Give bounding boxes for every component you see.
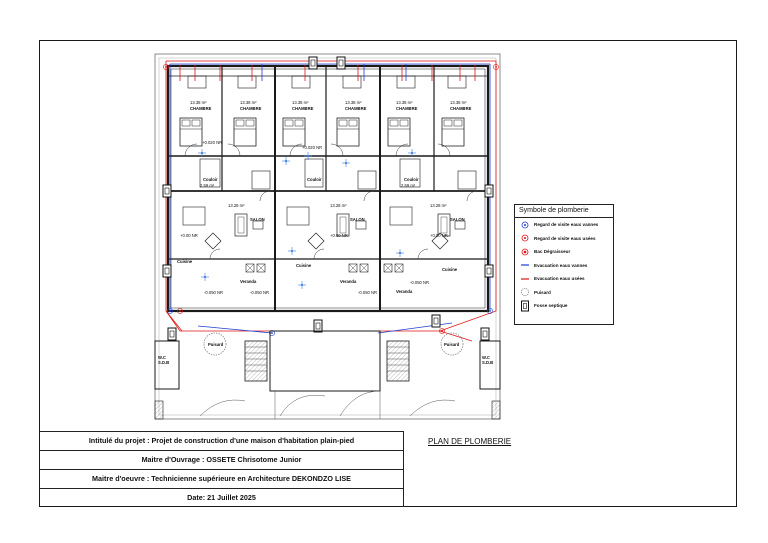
legend-item-puisard: Puisard	[515, 286, 613, 300]
plumbing-plan-drawing: 13.38 m² CHAMBRE 13.38 m² CHAMBRE 13.38 …	[154, 53, 501, 420]
salon-label: SALON	[250, 217, 265, 222]
legend-item-regard-eaux-vannes: Regard de visite eaux vannes	[515, 218, 613, 232]
room-name-label: CHAMBRE	[292, 106, 314, 111]
room-area-label: 13.38 m²	[292, 100, 309, 105]
salon-label: SALON	[350, 217, 365, 222]
room-area-label: 13.38 m²	[240, 100, 257, 105]
room-area-label: 13.38 m²	[190, 100, 207, 105]
level-label: -0.050 NR	[358, 290, 377, 295]
salon-area-label: 13.28 m²	[228, 203, 245, 208]
level-label: -0.050 NR	[410, 280, 429, 285]
blue-manhole-icon	[521, 221, 529, 229]
wc-label: W.C	[158, 355, 166, 360]
level-label: -0.050 NR	[204, 290, 223, 295]
bathroom-label: S.D.B	[158, 360, 169, 365]
kitchen-label: Cuisine	[442, 267, 458, 272]
red-manhole-icon	[521, 234, 529, 242]
corridor-label: Couloir	[307, 177, 322, 182]
legend-item-evacuation-eaux-vannes: Evacuation eaux vannes	[515, 259, 613, 273]
legend-item-evacuation-eaux-usees: Evacuation eaux usées	[515, 272, 613, 286]
corridor-label: Couloir	[404, 177, 419, 182]
room-name-label: CHAMBRE	[396, 106, 418, 111]
legend-label: Puisard	[534, 289, 551, 295]
blue-pipe-icon	[521, 264, 529, 266]
red-pipe-icon	[521, 278, 529, 280]
level-label: +0.00 NR	[430, 233, 448, 238]
room-name-label: CHAMBRE	[345, 106, 367, 111]
plumbing-legend: Symbole de plomberie Regard de visite ea…	[514, 204, 614, 325]
veranda-label: Veranda	[240, 279, 257, 284]
room-name-label: CHAMBRE	[190, 106, 212, 111]
plan-title: PLAN DE PLOMBERIE	[428, 437, 512, 446]
kitchen-label: Cuisine	[177, 259, 193, 264]
legend-label: Regard de visite eaux vannes	[534, 222, 599, 228]
room-area-label: 13.38 m²	[396, 100, 413, 105]
puisard-label: Puisard	[444, 342, 460, 347]
level-label: -0.050 NR	[250, 290, 269, 295]
room-name-label: CHAMBRE	[240, 106, 262, 111]
kitchen-label: Cuisine	[296, 263, 312, 268]
owner-line: Maitre d'Ouvrage : OSSETE Chrisotome Jun…	[40, 451, 403, 470]
grease-trap-icon	[521, 248, 529, 256]
room-area-label: 13.38 m²	[450, 100, 467, 105]
wc-label: W.C	[482, 355, 490, 360]
salon-area-label: 13.28 m²	[430, 203, 447, 208]
puisard-label: Puisard	[208, 342, 224, 347]
level-label: +0.00 NR	[330, 233, 348, 238]
salon-label: SALON	[450, 217, 465, 222]
corridor-area-label: 2.59 m²	[200, 183, 215, 188]
project-title: Intitulé du projet : Projet de construct…	[40, 432, 403, 451]
architect-line: Maitre d'oeuvre : Technicienne supérieur…	[40, 470, 403, 489]
legend-label: Evacuation eaux vannes	[534, 262, 588, 268]
legend-label: Fosse septique	[534, 303, 568, 309]
legend-label: Bac Dégraisseur	[534, 249, 571, 255]
date-line: Date: 21 Juillet 2025	[187, 493, 256, 502]
level-label: +0.020 NR	[202, 140, 222, 145]
room-name-label: CHAMBRE	[450, 106, 472, 111]
legend-item-regard-eaux-usees: Regard de visite eaux usées	[515, 232, 613, 246]
corridor-label: Couloir	[203, 177, 218, 182]
corridor-area-label: 2.59 m²	[401, 183, 416, 188]
title-block: Intitulé du projet : Projet de construct…	[40, 431, 404, 507]
room-labels: 13.38 m² CHAMBRE 13.38 m² CHAMBRE 13.38 …	[158, 100, 493, 365]
legend-label: Evacuation eaux usées	[534, 276, 585, 282]
bathroom-label: S.D.B	[482, 360, 493, 365]
septic-tank-icon	[521, 300, 529, 312]
soakaway-icon	[521, 288, 529, 297]
salon-area-label: 13.28 m²	[330, 203, 347, 208]
veranda-label: Veranda	[396, 289, 413, 294]
room-area-label: 13.38 m²	[345, 100, 362, 105]
legend-item-bac-degraisseur: Bac Dégraisseur	[515, 245, 613, 259]
drawing-sheet: 13.38 m² CHAMBRE 13.38 m² CHAMBRE 13.38 …	[39, 40, 737, 507]
level-label: +0.020 NR	[302, 145, 322, 150]
veranda-label: Veranda	[340, 279, 357, 284]
legend-title: Symbole de plomberie	[515, 205, 613, 218]
legend-item-fosse-septique: Fosse septique	[515, 299, 613, 313]
legend-label: Regard de visite eaux usées	[534, 235, 596, 241]
level-label: +0.00 NR	[180, 233, 198, 238]
